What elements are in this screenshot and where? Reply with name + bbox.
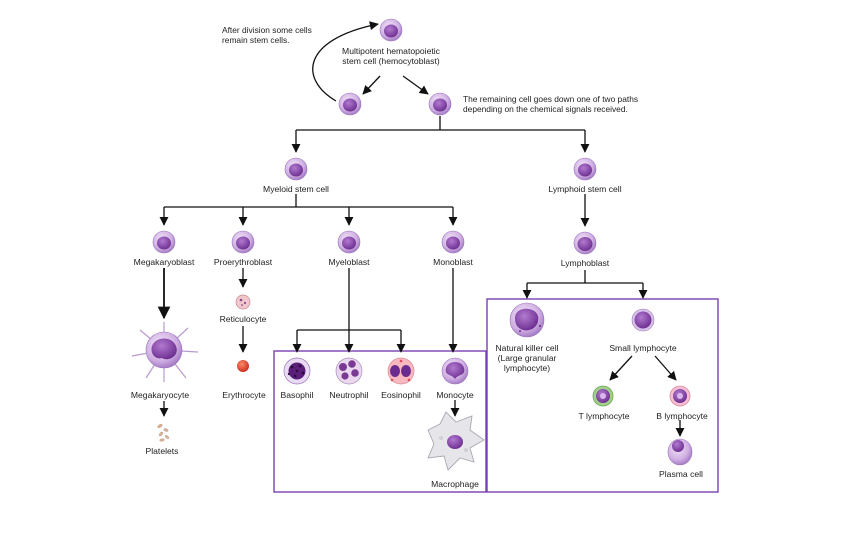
connector-lines <box>157 21 685 437</box>
cell-eosinophil-icon <box>387 357 415 385</box>
cell-myeloid-stem-icon <box>284 157 308 181</box>
label-macrophage: Macrophage <box>431 479 479 489</box>
cell-megakaryocyte-icon <box>131 322 199 382</box>
cell-daughter-left-icon <box>338 92 362 116</box>
cell-lymphoid-stem-icon <box>573 157 597 181</box>
paths-note: The remaining cell goes down one of two … <box>463 94 639 114</box>
label-b-lymphocyte: B lymphocyte <box>656 411 708 421</box>
cell-neutrophil-icon <box>335 357 363 385</box>
lymphocyte-box <box>486 298 719 493</box>
cell-daughter-right-icon <box>428 92 452 116</box>
label-monocyte: Monocyte <box>436 390 474 400</box>
label-reticulocyte: Reticulocyte <box>219 314 267 324</box>
label-plasma-cell: Plasma cell <box>659 469 703 479</box>
division-note: After division some cells remain stem ce… <box>222 25 312 45</box>
label-multipotent-stem-cell: Multipotent hematopoietic stem cell (hem… <box>342 46 440 67</box>
cell-monocyte-icon <box>441 357 469 385</box>
label-megakaryocyte: Megakaryocyte <box>130 390 190 400</box>
label-erythrocyte: Erythrocyte <box>222 390 266 400</box>
label-basophil: Basophil <box>280 390 314 400</box>
label-eosinophil: Eosinophil <box>381 390 421 400</box>
cell-small-lymphocyte-icon <box>631 308 655 332</box>
label-neutrophil: Neutrophil <box>329 390 369 400</box>
cell-macrophage-icon <box>427 411 485 471</box>
label-natural-killer-cell: Natural killer cell (Large granular lymp… <box>495 343 559 374</box>
cell-multipotent-icon <box>379 18 403 42</box>
cell-basophil-icon <box>283 357 311 385</box>
cell-erythrocyte-icon <box>237 360 249 372</box>
platelets-icon <box>157 424 170 442</box>
label-megakaryoblast: Megakaryoblast <box>133 257 195 267</box>
cell-plasma-icon <box>667 438 693 466</box>
label-t-lymphocyte: T lymphocyte <box>578 411 630 421</box>
label-lymphoblast: Lymphoblast <box>560 258 610 268</box>
label-myeloid-stem-cell: Myeloid stem cell <box>263 184 329 194</box>
cell-b-lymphocyte-icon <box>669 385 691 407</box>
cell-megakaryoblast-icon <box>152 230 176 254</box>
cell-lymphoblast-icon <box>573 231 597 255</box>
label-lymphoid-stem-cell: Lymphoid stem cell <box>548 184 622 194</box>
label-proerythroblast: Proerythroblast <box>213 257 273 267</box>
label-myeloblast: Myeloblast <box>328 257 370 267</box>
cell-proerythroblast-icon <box>231 230 255 254</box>
cell-t-lymphocyte-icon <box>592 385 614 407</box>
granulocyte-monocyte-box <box>273 350 487 493</box>
cell-natural-killer-icon <box>509 302 545 338</box>
cell-monoblast-icon <box>441 230 465 254</box>
label-monoblast: Monoblast <box>433 257 473 267</box>
cell-myeloblast-icon <box>337 230 361 254</box>
label-small-lymphocyte: Small lymphocyte <box>609 343 677 353</box>
label-platelets: Platelets <box>145 446 179 456</box>
cell-reticulocyte-icon <box>235 294 251 310</box>
